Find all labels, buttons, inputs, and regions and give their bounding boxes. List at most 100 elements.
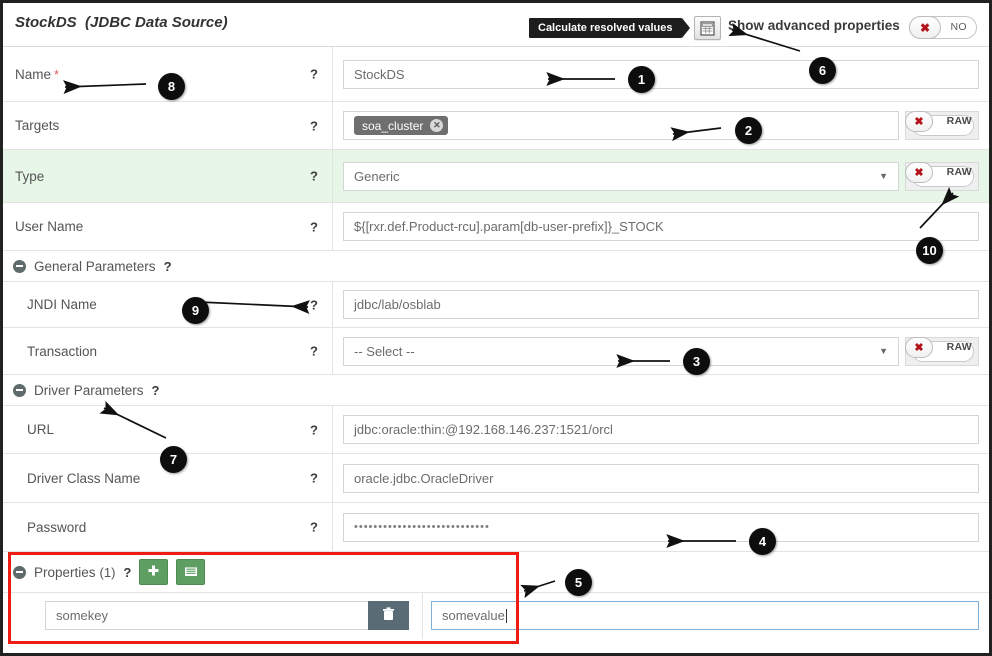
help-icon[interactable]: ?: [123, 564, 132, 580]
field-label-password: Password ?: [3, 503, 333, 551]
help-icon[interactable]: ?: [151, 382, 160, 398]
field-control-name: StockDS: [333, 47, 989, 101]
field-label-type: Type ?: [3, 150, 333, 202]
field-label-transaction: Transaction ?: [3, 328, 333, 374]
label-text: JNDI Name: [27, 297, 97, 312]
collapse-icon[interactable]: [13, 383, 26, 397]
form-row-transaction: Transaction ? -- Select -- ▼ ✖ RAW: [3, 328, 989, 375]
field-control-url: jdbc:oracle:thin:@192.168.146.237:1521/o…: [333, 406, 989, 453]
label-text: Password: [27, 519, 87, 535]
target-chip-soa-cluster[interactable]: soa_cluster ✕: [354, 116, 449, 135]
chip-label: soa_cluster: [362, 118, 424, 133]
help-icon[interactable]: ?: [310, 168, 318, 184]
chevron-down-icon: ▼: [879, 171, 888, 181]
targets-input[interactable]: soa_cluster ✕: [343, 111, 899, 140]
annotation-badge-1: 1: [628, 66, 655, 93]
field-label-user-name: User Name ?: [3, 203, 333, 250]
raw-toggle-targets[interactable]: ✖ RAW: [905, 111, 979, 140]
property-value-text: somevalue: [442, 608, 505, 623]
chip-remove-icon[interactable]: ✕: [430, 119, 444, 132]
help-icon[interactable]: ?: [310, 66, 318, 82]
raw-knob: ✖: [905, 336, 933, 358]
collapse-icon[interactable]: [13, 259, 26, 273]
name-input[interactable]: StockDS: [343, 59, 979, 89]
show-advanced-properties-label: Show advanced properties: [728, 18, 900, 33]
url-input[interactable]: jdbc:oracle:thin:@192.168.146.237:1521/o…: [343, 415, 979, 444]
plus-icon: [147, 564, 160, 580]
jndi-name-input[interactable]: jdbc/lab/osblab: [343, 290, 979, 319]
property-key-value: somekey: [56, 608, 109, 623]
form-row-driver-class-name: Driver Class Name ? oracle.jdbc.OracleDr…: [3, 454, 989, 503]
section-header-general-parameters[interactable]: General Parameters ?: [3, 251, 989, 281]
form-row-targets: Targets ? soa_cluster ✕ ✖ RAW: [3, 102, 989, 150]
driver-class-name-input[interactable]: oracle.jdbc.OracleDriver: [343, 463, 979, 493]
list-icon: [184, 564, 198, 580]
text-cursor: [505, 608, 507, 623]
raw-knob: ✖: [905, 161, 933, 183]
transaction-select[interactable]: -- Select -- ▼: [343, 336, 899, 366]
close-icon: ✖: [914, 166, 924, 179]
property-key-cell: somekey: [3, 592, 423, 639]
property-key-input[interactable]: somekey: [45, 601, 409, 630]
properties-panel: Properties (1) ?: [3, 552, 989, 644]
type-select[interactable]: Generic ▼: [343, 161, 899, 191]
collapse-icon[interactable]: [13, 565, 26, 579]
annotation-badge-9: 9: [182, 297, 209, 324]
label-text: Targets: [15, 118, 60, 133]
field-control-password: ••••••••••••••••••••••••••••: [333, 503, 989, 551]
section-title: Properties: [34, 564, 96, 580]
toggle-value: NO: [950, 21, 967, 33]
field-control-driver-class-name: oracle.jdbc.OracleDriver: [333, 454, 989, 502]
help-icon[interactable]: ?: [310, 343, 318, 359]
field-label-targets: Targets ?: [3, 102, 333, 149]
field-control-targets: soa_cluster ✕ ✖ RAW: [333, 102, 989, 149]
add-property-button[interactable]: [139, 559, 169, 585]
annotation-badge-5: 5: [565, 569, 592, 596]
annotation-badge-3: 3: [683, 348, 710, 375]
close-icon: ✖: [914, 116, 924, 128]
field-label-jndi-name: JNDI Name ?: [3, 282, 333, 327]
raw-label: RAW: [946, 165, 972, 178]
raw-toggle-transaction[interactable]: ✖ RAW: [905, 336, 979, 366]
help-icon[interactable]: ?: [310, 422, 318, 437]
list-properties-button[interactable]: [176, 559, 206, 585]
field-control-user-name: ${[rxr.def.Product-rcu].param[db-user-pr…: [333, 203, 989, 250]
help-icon[interactable]: ?: [310, 470, 318, 486]
section-header-properties[interactable]: Properties (1) ?: [3, 552, 989, 592]
field-label-driver-class-name: Driver Class Name ?: [3, 454, 333, 502]
panel-header: StockDS (JDBC Data Source) Calculate res…: [3, 3, 989, 47]
toggle-knob: ✖: [909, 16, 941, 39]
property-value-input[interactable]: somevalue: [431, 601, 979, 630]
annotation-badge-10: 10: [916, 237, 943, 264]
annotation-badge-7: 7: [160, 446, 187, 473]
section-title: Driver Parameters: [34, 382, 144, 398]
properties-count: (1): [99, 564, 116, 580]
user-name-input[interactable]: ${[rxr.def.Product-rcu].param[db-user-pr…: [343, 212, 979, 241]
delete-property-button[interactable]: [368, 601, 409, 630]
field-control-type: Generic ▼ ✖ RAW: [333, 150, 989, 202]
page-title-main: StockDS: [15, 14, 77, 31]
password-input[interactable]: ••••••••••••••••••••••••••••: [343, 512, 979, 542]
label-text: URL: [27, 422, 55, 437]
section-header-driver-parameters[interactable]: Driver Parameters ?: [3, 375, 989, 405]
close-icon: ✖: [919, 20, 931, 35]
field-label-name: Name * ?: [3, 47, 333, 101]
help-icon[interactable]: ?: [310, 519, 318, 535]
help-icon[interactable]: ?: [310, 118, 318, 133]
label-text: Name: [15, 66, 52, 82]
form-row-name: Name * ? StockDS: [3, 47, 989, 102]
field-control-jndi-name: jdbc/lab/osblab: [333, 282, 989, 327]
raw-toggle-type[interactable]: ✖ RAW: [905, 161, 979, 191]
field-control-transaction: -- Select -- ▼ ✖ RAW: [333, 328, 989, 374]
page-title-sub: (JDBC Data Source): [85, 14, 228, 31]
property-value-cell: somevalue: [423, 601, 989, 630]
raw-label: RAW: [946, 340, 972, 353]
form-row-url: URL ? jdbc:oracle:thin:@192.168.146.237:…: [3, 405, 989, 454]
calculator-icon-button[interactable]: [694, 16, 721, 40]
help-icon[interactable]: ?: [310, 297, 318, 312]
show-advanced-properties-toggle[interactable]: ✖ NO: [909, 16, 977, 39]
label-text: Type: [15, 168, 45, 184]
help-icon[interactable]: ?: [163, 258, 172, 274]
help-icon[interactable]: ?: [310, 219, 318, 234]
